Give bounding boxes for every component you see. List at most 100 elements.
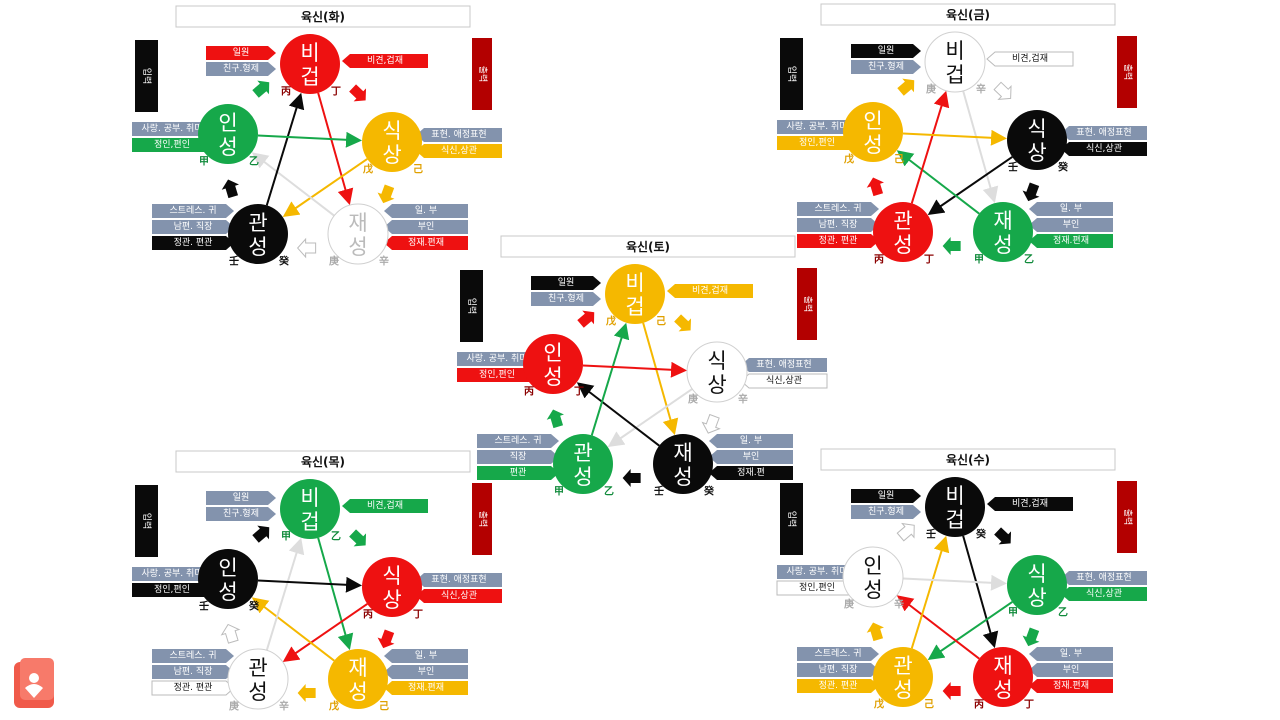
node-hanja-gwanseong: 丁 bbox=[924, 254, 934, 266]
node-hanja-jaeseong: 乙 bbox=[1024, 254, 1034, 266]
generation-arrow-jaeseong-gwanseong bbox=[296, 237, 317, 259]
label-text-jaeseong: 일. 부 bbox=[415, 205, 437, 216]
node-name-inseong: 성 bbox=[218, 135, 237, 159]
node-name-siksang: 식 bbox=[382, 119, 401, 143]
generation-arrow-bigeop-siksang bbox=[993, 81, 1012, 100]
control-line-gwanseong-bigeop bbox=[265, 537, 305, 651]
label-text-siksang: 표현. 애정표현 bbox=[431, 574, 486, 585]
node-hanja-siksang: 丙 bbox=[363, 609, 373, 621]
generation-arrow-inseong-bigeop bbox=[896, 522, 915, 542]
label-bar-jaeseong bbox=[384, 681, 468, 695]
node-name-jaeseong: 재 bbox=[993, 654, 1012, 678]
node-gwanseong bbox=[873, 647, 933, 707]
label-text-siksang: 식신,상관 bbox=[1086, 143, 1122, 154]
control-line-siksang-gwanseong bbox=[927, 156, 1013, 216]
node-name-bigeop: 비 bbox=[300, 486, 319, 510]
panel-title-box bbox=[820, 448, 1116, 471]
node-jaeseong bbox=[328, 649, 388, 709]
label-text-siksang: 표현. 애정표현 bbox=[1076, 572, 1131, 583]
label-bar-jaeseong bbox=[709, 450, 793, 464]
panel-title: 육신(목) bbox=[301, 454, 345, 469]
node-siksang bbox=[1007, 110, 1067, 170]
node-gwanseong bbox=[873, 202, 933, 262]
label-text-siksang: 식신,상관 bbox=[441, 145, 477, 156]
label-bar-jaeseong bbox=[384, 204, 468, 218]
label-bar-gwanseong bbox=[152, 665, 234, 679]
label-bar-bigeop bbox=[986, 51, 1074, 67]
label-bar-inseong bbox=[132, 138, 212, 152]
label-text-gwanseong: 스트레스. 귀 bbox=[814, 203, 861, 214]
input-bar bbox=[135, 40, 158, 112]
label-bar-jaeseong bbox=[1029, 218, 1113, 232]
control-line-inseong-siksang bbox=[582, 361, 688, 378]
input-label: 입력 bbox=[466, 298, 478, 315]
input-label: 입력 bbox=[141, 513, 153, 530]
output-bar bbox=[472, 483, 492, 555]
node-hanja-bigeop: 丙 bbox=[281, 86, 291, 98]
node-name-gwanseong: 성 bbox=[573, 465, 592, 489]
label-bar-jaeseong bbox=[1029, 679, 1113, 693]
node-hanja-siksang: 壬 bbox=[1008, 161, 1018, 174]
node-hanja-inseong: 丁 bbox=[574, 386, 584, 398]
node-hanja-jaeseong: 戊 bbox=[328, 700, 339, 713]
generation-arrow-jaeseong-gwanseong bbox=[297, 684, 316, 703]
node-name-jaeseong: 성 bbox=[993, 233, 1012, 257]
node-hanja-gwanseong: 壬 bbox=[229, 255, 239, 268]
generation-arrow-siksang-jaeseong bbox=[1022, 182, 1040, 202]
node-hanja-inseong: 甲 bbox=[199, 156, 209, 168]
node-hanja-jaeseong: 壬 bbox=[654, 485, 664, 498]
node-name-bigeop: 비 bbox=[945, 39, 964, 63]
label-text-jaeseong: 부인 bbox=[418, 666, 435, 677]
label-text-siksang: 식신,상관 bbox=[1086, 588, 1122, 599]
panel-title-box bbox=[820, 3, 1116, 26]
node-hanja-siksang: 己 bbox=[413, 164, 423, 176]
generation-arrow-jaeseong-gwanseong bbox=[942, 237, 961, 256]
generation-arrow-inseong-bigeop bbox=[252, 525, 270, 543]
node-name-siksang: 상 bbox=[1027, 141, 1046, 165]
label-bar-bigeop bbox=[531, 276, 601, 290]
label-bar-jaeseong bbox=[384, 665, 468, 679]
node-bigeop bbox=[605, 264, 665, 324]
node-inseong bbox=[843, 102, 903, 162]
label-bar-inseong bbox=[132, 583, 212, 597]
control-line-bigeop-jaeseong bbox=[317, 92, 354, 206]
node-name-bigeop: 비 bbox=[300, 41, 319, 65]
node-name-inseong: 성 bbox=[218, 580, 237, 604]
label-bar-siksang bbox=[1061, 142, 1147, 156]
label-text-jaeseong: 일. 부 bbox=[1060, 203, 1082, 214]
control-line-jaeseong-inseong bbox=[576, 382, 660, 447]
control-line-gwanseong-bigeop bbox=[590, 322, 630, 436]
node-name-siksang: 상 bbox=[707, 373, 726, 397]
label-bar-bigeop bbox=[206, 491, 276, 505]
control-line-jaeseong-inseong bbox=[896, 595, 980, 660]
node-name-jaeseong: 재 bbox=[348, 211, 367, 235]
label-bar-inseong bbox=[777, 565, 857, 579]
label-text-gwanseong: 정관. 편관 bbox=[819, 679, 858, 691]
node-hanja-siksang: 乙 bbox=[1058, 607, 1068, 619]
node-hanja-inseong: 己 bbox=[894, 154, 904, 166]
generation-arrow-inseong-bigeop bbox=[577, 310, 595, 328]
generation-arrow-bigeop-siksang bbox=[674, 314, 692, 332]
label-bar-bigeop bbox=[206, 46, 276, 60]
label-bar-gwanseong bbox=[477, 434, 559, 448]
node-hanja-siksang: 庚 bbox=[688, 393, 698, 406]
node-name-gwanseong: 관 bbox=[893, 209, 912, 233]
generation-arrow-gwanseong-inseong bbox=[546, 409, 564, 429]
output-label: 출력 bbox=[802, 296, 814, 313]
node-hanja-siksang: 戊 bbox=[362, 163, 373, 176]
node-hanja-bigeop: 己 bbox=[656, 316, 666, 328]
label-bar-gwanseong bbox=[477, 466, 559, 480]
label-text-bigeop: 일원 bbox=[878, 490, 895, 501]
label-text-siksang: 식신,상관 bbox=[766, 375, 802, 386]
control-line-jaeseong-inseong bbox=[251, 597, 335, 662]
label-bar-bigeop bbox=[851, 489, 921, 503]
node-hanja-siksang: 丁 bbox=[413, 609, 423, 621]
node-name-siksang: 상 bbox=[1027, 586, 1046, 610]
node-name-jaeseong: 성 bbox=[348, 235, 367, 259]
node-name-siksang: 식 bbox=[1027, 117, 1046, 141]
control-line-gwanseong-bigeop bbox=[910, 90, 950, 204]
label-text-jaeseong: 일. 부 bbox=[740, 435, 762, 446]
generation-arrow-gwanseong-inseong bbox=[866, 622, 884, 642]
